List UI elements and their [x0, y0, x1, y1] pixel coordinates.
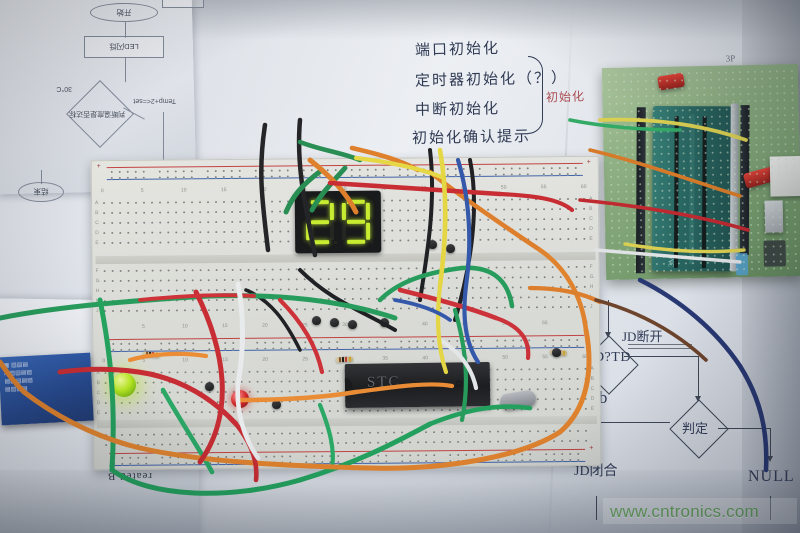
transistor: [552, 348, 561, 357]
wire-orange: [588, 148, 742, 198]
wire-brown: [594, 298, 708, 362]
wire-white: [235, 281, 245, 387]
wire-black: [418, 148, 435, 302]
wire-red: [497, 191, 575, 213]
wire-green: [297, 139, 363, 163]
transistor: [428, 240, 437, 249]
wire-red: [147, 371, 239, 427]
wire-white: [594, 248, 742, 264]
wire-green: [317, 402, 335, 471]
watermark-text: www.cntronics.com: [610, 502, 759, 521]
wire-black: [259, 122, 271, 253]
flow-label-jd-close: JD闭合: [574, 464, 618, 479]
wire-orange: [353, 382, 455, 395]
wire-red: [397, 287, 499, 321]
wire-green: [309, 165, 348, 213]
wire-black: [244, 288, 302, 352]
flow-doodle: [628, 348, 692, 349]
wire-green: [297, 421, 433, 483]
flow-label-jd-break: JD断开: [622, 329, 663, 344]
wire-orange: [21, 389, 143, 451]
wire-green: [377, 265, 465, 303]
wire-blue: [637, 277, 743, 369]
wire-green: [97, 297, 116, 473]
wire-green: [160, 387, 215, 475]
wire-orange: [137, 445, 373, 471]
wire-orange: [537, 247, 589, 333]
wire-orange: [557, 327, 592, 435]
wire-green: [283, 167, 325, 215]
wire-green: [568, 118, 682, 132]
wire-red: [57, 366, 153, 377]
flow-doodle: [628, 344, 692, 345]
flow-connector: [698, 356, 700, 398]
wire-yellow: [598, 117, 748, 142]
transistor: [348, 320, 357, 329]
transistor: [446, 244, 455, 253]
flow-connector: [718, 428, 770, 430]
flow-label-null: NULL: [748, 468, 795, 485]
flow-connector: [608, 300, 610, 334]
wire-orange: [237, 389, 359, 403]
wire-white: [235, 381, 261, 461]
wire-white: [437, 337, 479, 391]
green-led: [112, 373, 136, 397]
wire-green: [427, 404, 533, 427]
wire-red: [277, 297, 325, 375]
transistor: [312, 316, 321, 325]
wire-red: [197, 377, 225, 465]
flow-connector: [770, 496, 772, 520]
wire-orange: [427, 169, 543, 253]
wire-orange: [0, 359, 27, 395]
wire-orange: [527, 285, 603, 305]
wire-red: [193, 289, 225, 383]
wire-red: [138, 293, 256, 302]
flow-arrowhead: [695, 396, 701, 402]
transistor: [330, 318, 339, 327]
wire-blue: [393, 298, 452, 322]
wire-blue: [455, 157, 472, 289]
wire-orange: [367, 429, 563, 471]
wire-orange: [127, 351, 209, 363]
flow-connector: [624, 356, 698, 358]
wire-blue: [737, 363, 769, 473]
wire-red: [327, 180, 503, 197]
wire-green: [109, 467, 303, 496]
wire-yellow: [623, 242, 746, 254]
flow-connector: [596, 422, 670, 424]
wire-red: [578, 198, 750, 232]
wire-yellow: [435, 283, 449, 375]
wire-red: [493, 315, 531, 361]
flow-connector: [770, 428, 772, 458]
transistor: [272, 400, 281, 409]
transistor: [205, 382, 214, 391]
wire-yellow: [437, 147, 448, 289]
wire-yellow: [353, 155, 447, 181]
flow-arrowhead: [605, 332, 611, 338]
wire-blue: [462, 283, 481, 365]
wire-black: [453, 158, 476, 322]
watermark-plate: [603, 498, 797, 524]
flow-connector: [596, 496, 598, 520]
flow-label-judge: 判定: [682, 421, 709, 436]
flow-arrowhead: [767, 456, 773, 462]
